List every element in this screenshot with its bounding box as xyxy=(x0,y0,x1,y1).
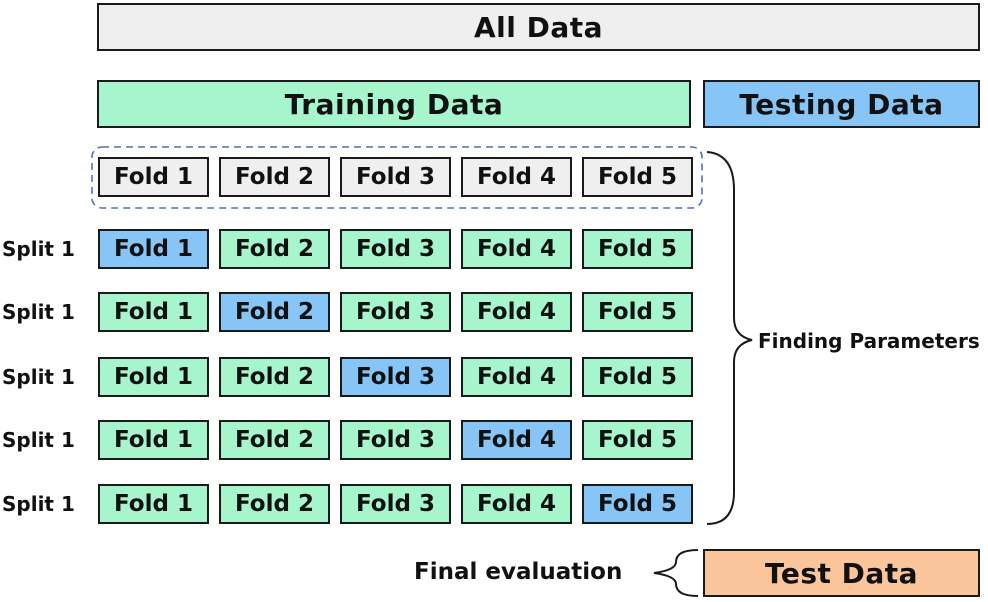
split-row-5-fold-3: Fold 3 xyxy=(340,484,451,524)
split-row-1-fold-1: Fold 1 xyxy=(98,229,209,269)
base-row-fold-2: Fold 2 xyxy=(219,157,330,197)
split-row-3-fold-2: Fold 2 xyxy=(219,357,330,397)
fold-label: Fold 1 xyxy=(114,164,193,190)
split-row-4-fold-4: Fold 4 xyxy=(461,420,572,460)
split-row-3-fold-5: Fold 5 xyxy=(582,357,693,397)
split-row-3-fold-1: Fold 1 xyxy=(98,357,209,397)
training-data-box: Training Data xyxy=(97,80,691,128)
finding-parameters-label: Finding Parameters xyxy=(758,329,980,353)
fold-label: Fold 1 xyxy=(114,236,193,262)
fold-label: Fold 3 xyxy=(356,299,435,325)
split-row-2-fold-1: Fold 1 xyxy=(98,292,209,332)
split-row-5-fold-5: Fold 5 xyxy=(582,484,693,524)
split-row-1-fold-3: Fold 3 xyxy=(340,229,451,269)
split-row-5-fold-1: Fold 1 xyxy=(98,484,209,524)
fold-label: Fold 3 xyxy=(356,427,435,453)
split-label-2: Split 1 xyxy=(2,300,75,324)
split-row-2-fold-4: Fold 4 xyxy=(461,292,572,332)
split-label-5: Split 1 xyxy=(2,492,75,516)
fold-label: Fold 5 xyxy=(598,491,677,517)
fold-label: Fold 1 xyxy=(114,299,193,325)
testing-data-box: Testing Data xyxy=(703,80,980,128)
training-data-label: Training Data xyxy=(284,87,504,121)
testing-data-label: Testing Data xyxy=(739,87,944,121)
fold-label: Fold 1 xyxy=(114,427,193,453)
fold-label: Fold 5 xyxy=(598,164,677,190)
fold-label: Fold 2 xyxy=(235,364,314,390)
fold-label: Fold 4 xyxy=(477,236,556,262)
split-row-4-fold-2: Fold 2 xyxy=(219,420,330,460)
split-row-5-fold-4: Fold 4 xyxy=(461,484,572,524)
fold-label: Fold 4 xyxy=(477,299,556,325)
split-row-4-fold-1: Fold 1 xyxy=(98,420,209,460)
split-row-1-fold-2: Fold 2 xyxy=(219,229,330,269)
fold-label: Fold 1 xyxy=(114,364,193,390)
test-data-box: Test Data xyxy=(703,549,980,597)
split-row-1-fold-4: Fold 4 xyxy=(461,229,572,269)
fold-label: Fold 2 xyxy=(235,164,314,190)
base-row-fold-1: Fold 1 xyxy=(98,157,209,197)
fold-label: Fold 3 xyxy=(356,364,435,390)
split-label-3: Split 1 xyxy=(2,365,75,389)
fold-label: Fold 4 xyxy=(477,427,556,453)
base-row-fold-5: Fold 5 xyxy=(582,157,693,197)
fold-label: Fold 2 xyxy=(235,427,314,453)
all-data-box: All Data xyxy=(97,3,980,51)
split-row-4-fold-5: Fold 5 xyxy=(582,420,693,460)
fold-label: Fold 4 xyxy=(477,364,556,390)
split-row-3-fold-3: Fold 3 xyxy=(340,357,451,397)
split-row-1-fold-5: Fold 5 xyxy=(582,229,693,269)
fold-label: Fold 5 xyxy=(598,364,677,390)
fold-label: Fold 3 xyxy=(356,236,435,262)
test-data-label: Test Data xyxy=(764,556,919,590)
fold-label: Fold 4 xyxy=(477,164,556,190)
split-row-2-fold-2: Fold 2 xyxy=(219,292,330,332)
split-row-3-fold-4: Fold 4 xyxy=(461,357,572,397)
fold-label: Fold 4 xyxy=(477,491,556,517)
fold-label: Fold 2 xyxy=(235,236,314,262)
fold-label: Fold 2 xyxy=(235,299,314,325)
fold-label: Fold 2 xyxy=(235,491,314,517)
split-row-4-fold-3: Fold 3 xyxy=(340,420,451,460)
base-row-fold-3: Fold 3 xyxy=(340,157,451,197)
final-evaluation-label: Final evaluation xyxy=(414,559,623,585)
split-row-5-fold-2: Fold 2 xyxy=(219,484,330,524)
split-row-2-fold-5: Fold 5 xyxy=(582,292,693,332)
all-data-label: All Data xyxy=(473,10,604,44)
fold-label: Fold 1 xyxy=(114,491,193,517)
split-row-2-fold-3: Fold 3 xyxy=(340,292,451,332)
fold-label: Fold 5 xyxy=(598,299,677,325)
fold-label: Fold 3 xyxy=(356,164,435,190)
split-label-4: Split 1 xyxy=(2,428,75,452)
finding-parameters-brace xyxy=(706,151,753,525)
fold-label: Fold 3 xyxy=(356,491,435,517)
final-evaluation-brace xyxy=(653,549,699,597)
fold-label: Fold 5 xyxy=(598,236,677,262)
base-row-fold-4: Fold 4 xyxy=(461,157,572,197)
split-label-1: Split 1 xyxy=(2,237,75,261)
fold-label: Fold 5 xyxy=(598,427,677,453)
